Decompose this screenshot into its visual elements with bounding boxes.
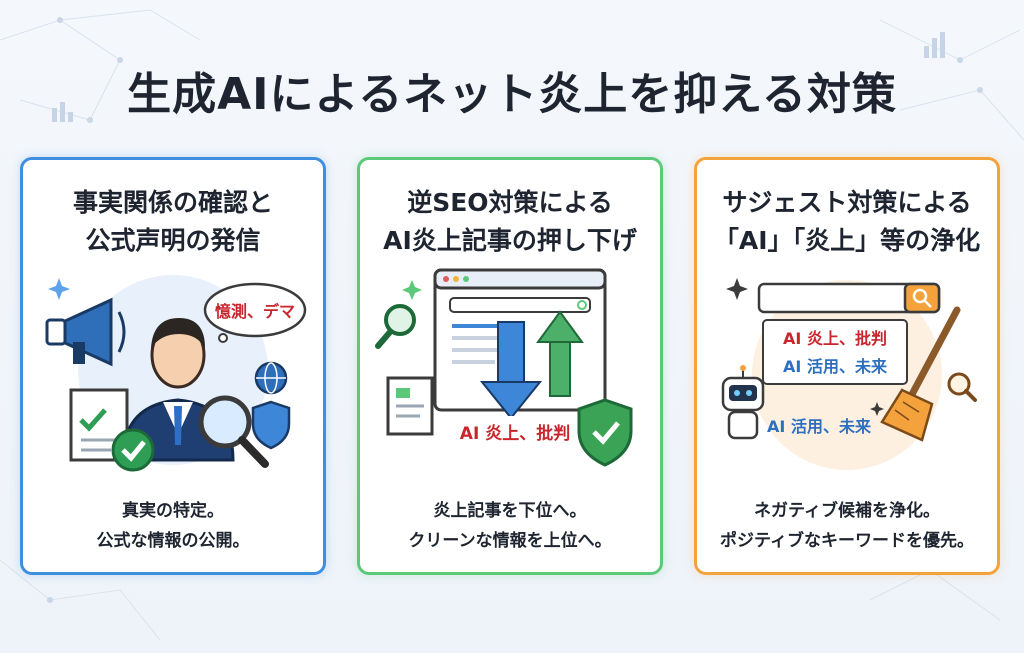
up-arrow-icon: [536, 310, 584, 397]
card-body: 炎上記事を下位へ。 クリーンな情報を上位へ。: [408, 501, 612, 551]
sparkle-icon: [48, 278, 70, 300]
document-icon: [386, 376, 434, 436]
globe-icon: [254, 361, 288, 395]
svg-text:AI 活用、未来: AI 活用、未来: [783, 357, 888, 376]
card-heading: 逆SEO対策による AI炎上記事の押し下げ: [383, 188, 637, 255]
sparkle-icon: [726, 278, 884, 416]
search-icon: [912, 288, 932, 308]
robot-icon: [721, 365, 765, 440]
search-icon: [577, 300, 587, 310]
illustration-suggest-cleanup: AI 炎上、批判 AI 活用、未来 AI 活用、未来: [721, 278, 977, 470]
card-fact-check: 事実関係の確認と 公式声明の発信 憶測、デマ: [20, 157, 326, 575]
broom-icon: [880, 306, 961, 442]
illustration-reverse-seo: AI 炎上、批判: [375, 268, 633, 467]
page-title: 生成AIによるネット炎上を抑える対策: [127, 69, 897, 120]
down-arrow-icon: [479, 321, 543, 420]
robot-label: AI 活用、未来: [767, 417, 872, 436]
card-suggest-cleanup: サジェスト対策による 「AI」「炎上」等の浄化 AI 炎上、批判 AI 活用、未…: [694, 157, 1000, 575]
svg-text:AI 炎上、批判: AI 炎上、批判: [783, 329, 887, 348]
card-heading: 事実関係の確認と 公式声明の発信: [72, 188, 273, 255]
negative-result-label: AI 炎上、批判: [450, 416, 580, 448]
card-body: ネガティブ候補を浄化。 ポジティブなキーワードを優先。: [720, 501, 974, 551]
shield-icon: [251, 400, 291, 450]
magnifier-icon: [947, 372, 977, 402]
card-heading: サジェスト対策による 「AI」「炎上」等の浄化: [713, 188, 981, 255]
sparkle-icon: [402, 280, 422, 300]
megaphone-icon: [45, 297, 126, 367]
card-body: 真実の特定。 公式な情報の公開。: [96, 501, 250, 551]
speech-bubble: 憶測、デマ: [203, 282, 307, 343]
shield-icon: [577, 398, 633, 467]
svg-text:AI 炎上、批判: AI 炎上、批判: [460, 423, 570, 444]
illustration-fact-check: 憶測、デマ: [45, 275, 307, 472]
card-reverse-seo: 逆SEO対策による AI炎上記事の押し下げ: [357, 157, 663, 575]
search-bar: [757, 282, 941, 314]
suggest-dropdown: AI 炎上、批判 AI 活用、未来: [762, 319, 908, 385]
check-icon: [111, 428, 155, 472]
magnifier-icon: [375, 304, 416, 349]
svg-text:憶測、デマ: 憶測、デマ: [215, 302, 295, 321]
magnifier-icon: [198, 395, 269, 468]
